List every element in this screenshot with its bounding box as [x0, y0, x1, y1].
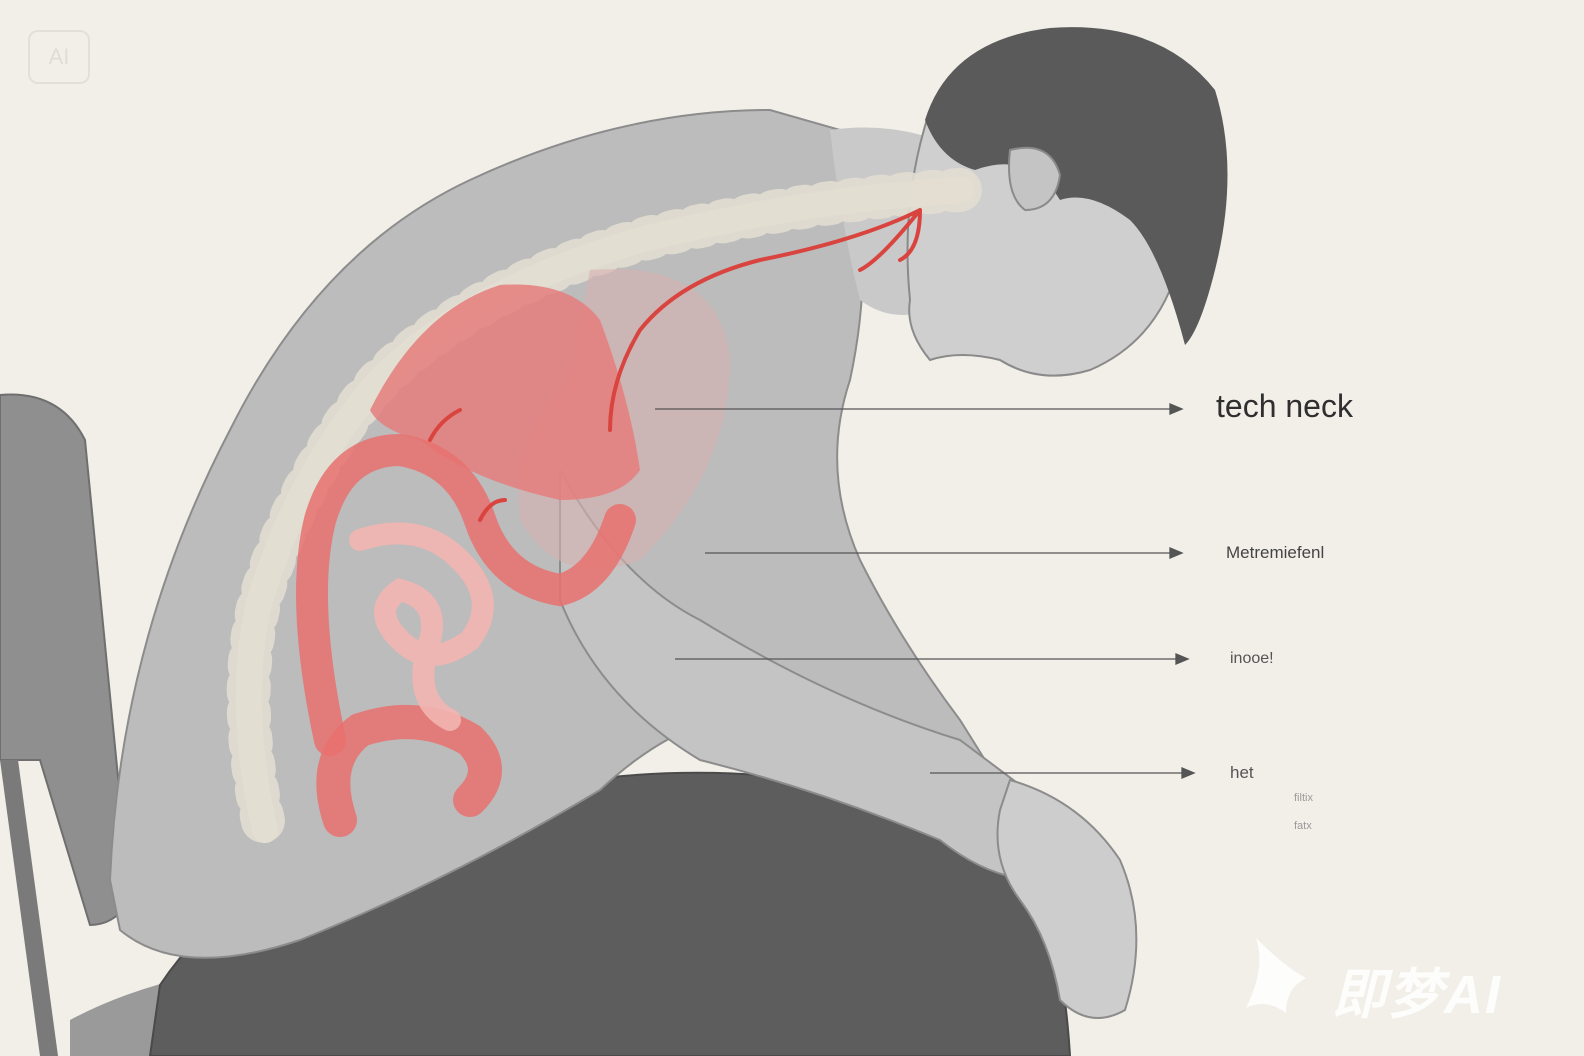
label-2: Metremiefenl [1226, 543, 1325, 562]
pointer-lines [655, 403, 1196, 779]
label-5: filtix [1294, 792, 1313, 804]
label-4: het [1230, 763, 1254, 782]
hair [925, 27, 1228, 346]
blood-vessels [428, 208, 922, 522]
label-tech-neck: tech neck [1216, 388, 1353, 424]
label-3: inooe! [1230, 650, 1274, 667]
ear [1008, 146, 1062, 212]
watermark: 即梦AI [1332, 965, 1502, 1025]
large-intestine [296, 433, 636, 756]
ai-badge: AI [28, 30, 90, 84]
hand [996, 778, 1138, 1019]
watermark-logo-icon [1246, 938, 1306, 1013]
small-intestine [349, 522, 494, 731]
label-6: fatx [1294, 820, 1312, 832]
